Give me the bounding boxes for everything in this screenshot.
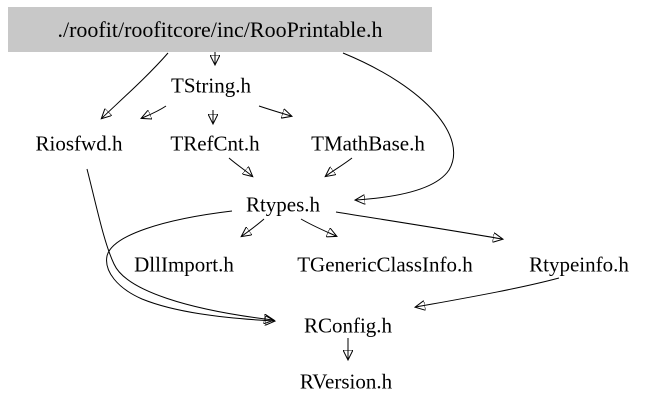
- node-trefcnt[interactable]: TRefCnt.h: [170, 131, 260, 156]
- edge-rtypes-rconfig: [106, 210, 274, 321]
- edge-trefcnt-rtypes: [228, 157, 252, 176]
- node-rtypeinfo[interactable]: Rtypeinfo.h: [529, 252, 629, 277]
- edge-tstring-tmathbase: [258, 105, 291, 116]
- node-rconfig[interactable]: RConfig.h: [303, 313, 393, 338]
- node-rooprintable[interactable]: ./roofit/roofitcore/inc/RooPrintable.h: [8, 7, 432, 52]
- node-rversion[interactable]: RVersion.h: [299, 369, 393, 394]
- edge-riosfwd-rconfig: [86, 168, 273, 320]
- edge-rooprintable-rtypes: [342, 52, 455, 200]
- edge-rtypes-dllimport: [242, 218, 265, 236]
- node-rtypes[interactable]: Rtypes.h: [245, 192, 321, 217]
- edge-rtypes-rtypeinfo: [335, 211, 502, 239]
- edge-rtypeinfo-rconfig: [416, 277, 560, 307]
- edge-tstring-riosfwd: [142, 105, 167, 118]
- node-dllimport[interactable]: DllImport.h: [134, 252, 234, 277]
- node-tgenericclassinfo[interactable]: TGenericClassInfo.h: [297, 252, 473, 277]
- edge-tmathbase-rtypes: [326, 157, 353, 176]
- edge-rooprintable-riosfwd: [102, 52, 169, 118]
- node-riosfwd[interactable]: Riosfwd.h: [35, 131, 123, 156]
- edge-rtypes-tgenericclassinfo: [300, 218, 336, 236]
- node-tmathbase[interactable]: TMathBase.h: [311, 131, 425, 156]
- node-tstring[interactable]: TString.h: [171, 73, 251, 98]
